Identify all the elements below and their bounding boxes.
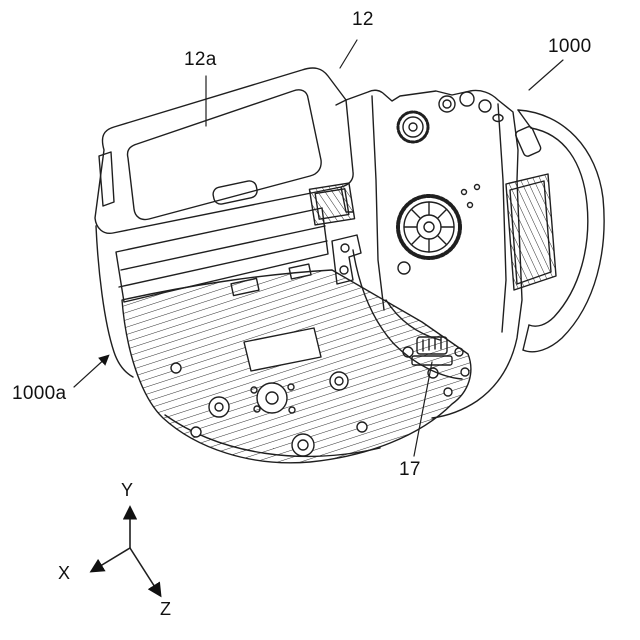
leader-12	[339, 39, 358, 69]
strap-buckle	[515, 126, 542, 157]
hand-strap	[515, 109, 605, 353]
cover-latch	[212, 180, 258, 205]
mount-bracket	[331, 234, 362, 285]
axis-label-y: Y	[121, 480, 134, 500]
leader-1000	[528, 59, 564, 91]
axis-label-x: X	[58, 563, 71, 583]
top-dial-cluster	[396, 91, 504, 144]
ref-label-17: 17	[399, 459, 421, 480]
ref-label-1000a: 1000a	[12, 383, 67, 404]
connector-block	[411, 336, 464, 366]
camera-front	[308, 89, 523, 419]
ref-label-12: 12	[352, 9, 374, 30]
vent-grille	[505, 173, 557, 291]
axis-z-arrow	[129, 547, 162, 598]
ref-label-12a: 12a	[184, 49, 217, 70]
axis-x-arrow	[89, 547, 131, 573]
main-dial	[396, 194, 462, 260]
leader-lines	[73, 39, 564, 457]
bottom-plate-bosses	[170, 327, 470, 457]
top-cover	[94, 67, 354, 235]
axis-label-z: Z	[160, 599, 171, 619]
leader-1000a	[73, 354, 110, 388]
leader-17	[413, 361, 433, 457]
viewfinder-block	[308, 182, 356, 226]
bottom-plate	[121, 269, 472, 464]
coordinate-axes	[89, 505, 162, 598]
ref-label-1000: 1000	[548, 36, 592, 57]
